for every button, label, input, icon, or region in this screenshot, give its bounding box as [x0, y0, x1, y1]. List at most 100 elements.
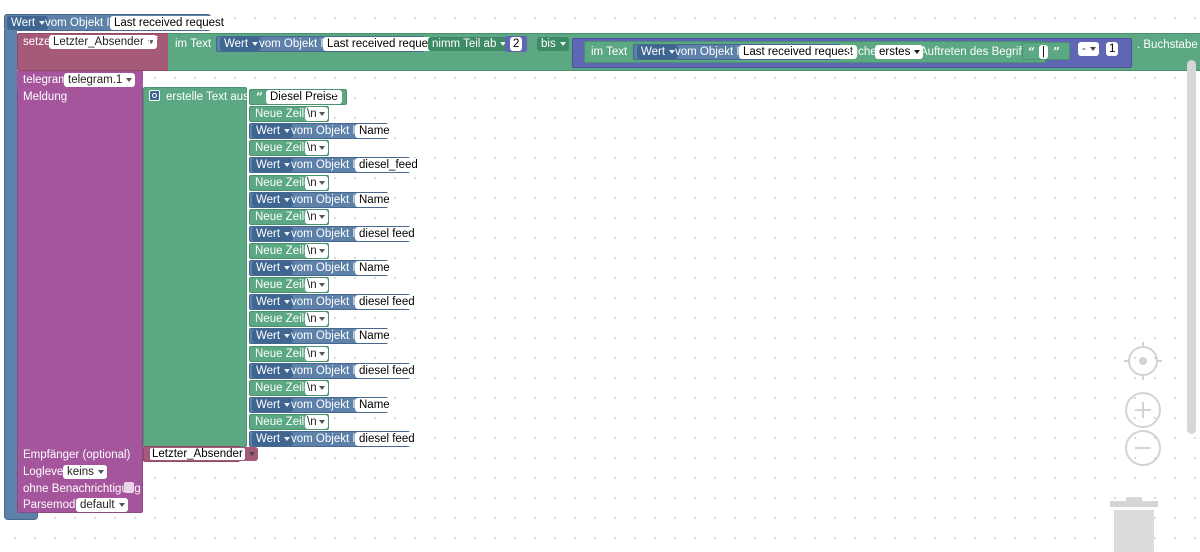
outer-block-spine — [4, 30, 17, 520]
newline-dropdown[interactable]: \n — [305, 141, 328, 155]
search-term-field[interactable]: | — [1039, 45, 1048, 59]
object-id-field[interactable]: diesel feed — [355, 295, 419, 309]
object-wert-label: Wert — [256, 296, 281, 308]
object-id-field[interactable]: diesel feed — [355, 364, 419, 378]
outer-block-footer — [4, 511, 38, 520]
trash-icon[interactable] — [1110, 497, 1158, 552]
object-wert-dropdown[interactable]: Wert — [252, 227, 294, 241]
offset-number-field[interactable]: 1 — [1106, 42, 1119, 56]
outer-wert-label: Wert — [11, 17, 36, 29]
object-id-field[interactable]: Name — [355, 193, 394, 207]
newline-dropdown[interactable]: \n — [305, 415, 328, 429]
crosshair-icon[interactable] — [1124, 342, 1162, 380]
newline-dropdown[interactable]: \n — [305, 347, 328, 361]
setze-variable-value: Letzter_Absender — [53, 36, 144, 48]
object-wert-label: Wert — [256, 159, 281, 171]
object-wert-dropdown[interactable]: Wert — [252, 124, 294, 138]
object-id-field[interactable]: diesel_feed — [355, 158, 422, 172]
object-vom-objekt-label: vom Objekt ID — [291, 399, 364, 411]
newline-label: Neue Zeile — [255, 279, 311, 291]
object-wert-dropdown[interactable]: Wert — [252, 295, 294, 309]
object-id-field[interactable]: Name — [355, 124, 394, 138]
object-vom-objekt-label: vom Objekt ID — [291, 194, 364, 206]
telegram-instance-value: telegram.1 — [68, 74, 123, 86]
erstes-dropdown[interactable]: erstes — [875, 45, 924, 59]
object-wert-dropdown[interactable]: Wert — [252, 432, 294, 446]
telegram-instance-dropdown[interactable]: telegram.1 — [64, 73, 136, 87]
object-wert-label: Wert — [256, 228, 281, 240]
meldung-label: Meldung — [23, 91, 68, 103]
object-wert-dropdown[interactable]: Wert — [252, 329, 294, 343]
create-text-block[interactable] — [143, 87, 247, 447]
substring-wert-dropdown[interactable]: Wert — [220, 37, 262, 51]
newline-dropdown[interactable]: \n — [305, 210, 328, 224]
substring-object-id-field[interactable]: Last received request — [323, 37, 441, 51]
close-quote-icon: ” — [332, 90, 339, 104]
loglevel-value: keins — [67, 466, 94, 478]
indexof-vom-objekt-label: vom Objekt ID — [675, 46, 748, 58]
open-quote-icon: “ — [1028, 45, 1035, 59]
object-wert-dropdown[interactable]: Wert — [252, 193, 294, 207]
setze-auf-label: auf — [142, 36, 158, 48]
indexof-wert-dropdown[interactable]: Wert — [637, 45, 679, 59]
text-literal-field[interactable]: Diesel Preise — [266, 90, 342, 104]
newline-dropdown[interactable]: \n — [305, 244, 328, 258]
newline-value: \n — [307, 142, 317, 154]
object-id-field[interactable]: Name — [355, 329, 394, 343]
ohne-benachrichtigung-label: ohne Benachrichtigung — [23, 483, 141, 495]
bis-dropdown[interactable]: bis — [537, 37, 569, 51]
newline-value: \n — [307, 348, 317, 360]
object-vom-objekt-label: vom Objekt ID — [291, 125, 364, 137]
nimm-teil-dropdown[interactable]: nimm Teil ab — [428, 37, 510, 51]
minus-operator-dropdown[interactable]: - — [1078, 42, 1099, 56]
newline-value: \n — [307, 177, 317, 189]
empfaenger-label: Empfänger (optional) — [23, 449, 131, 461]
ohne-benachrichtigung-checkbox[interactable] — [124, 482, 134, 493]
parsemode-dropdown[interactable]: default — [76, 498, 128, 512]
object-id-field[interactable]: Name — [355, 398, 394, 412]
indexof-object-id-field[interactable]: Last received request — [739, 45, 857, 59]
object-wert-dropdown[interactable]: Wert — [252, 158, 294, 172]
close-quote-icon: ” — [1053, 45, 1060, 59]
newline-label: Neue Zeile — [255, 211, 311, 223]
newline-dropdown[interactable]: \n — [305, 176, 328, 190]
indexof-wert-label: Wert — [641, 46, 666, 58]
object-id-field[interactable]: diesel feed — [355, 227, 419, 241]
object-wert-label: Wert — [256, 330, 281, 342]
outer-wert-dropdown[interactable]: Wert — [7, 16, 49, 30]
object-id-field[interactable]: Name — [355, 261, 394, 275]
from-number-field[interactable]: 2 — [510, 37, 523, 51]
newline-dropdown[interactable]: \n — [305, 107, 328, 121]
suche-label: suche — [846, 46, 877, 58]
object-vom-objekt-label: vom Objekt ID — [291, 159, 364, 171]
newline-value: \n — [307, 245, 317, 257]
substring-vom-objekt-label: vom Objekt ID — [259, 38, 332, 50]
bis-label: bis — [541, 38, 556, 50]
object-wert-dropdown[interactable]: Wert — [252, 261, 294, 275]
telegram-block[interactable] — [17, 71, 143, 513]
gear-icon[interactable] — [149, 90, 160, 101]
erstes-value: erstes — [879, 46, 911, 58]
newline-label: Neue Zeile — [255, 108, 311, 120]
outer-object-id-field[interactable]: Last received request — [110, 16, 228, 30]
newline-dropdown[interactable]: \n — [305, 278, 328, 292]
object-wert-dropdown[interactable]: Wert — [252, 398, 294, 412]
loglevel-dropdown[interactable]: keins — [63, 465, 107, 479]
newline-value: \n — [307, 108, 317, 120]
newline-value: \n — [307, 313, 317, 325]
newline-dropdown[interactable]: \n — [305, 312, 328, 326]
newline-dropdown[interactable]: \n — [305, 381, 328, 395]
create-text-label: erstelle Text aus — [166, 91, 249, 103]
setze-variable-dropdown[interactable]: Letzter_Absender — [49, 35, 157, 49]
im-text-label: im Text — [175, 38, 212, 50]
zoom-out-icon[interactable] — [1125, 430, 1161, 466]
object-wert-dropdown[interactable]: Wert — [252, 364, 294, 378]
object-id-field[interactable]: diesel feed — [355, 432, 419, 446]
zoom-in-icon[interactable] — [1125, 392, 1161, 428]
vertical-scrollbar[interactable] — [1187, 60, 1196, 434]
object-wert-label: Wert — [256, 262, 281, 274]
object-wert-label: Wert — [256, 194, 281, 206]
newline-label: Neue Zeile — [255, 142, 311, 154]
empfaenger-variable-dropdown[interactable]: Letzter_Absender — [146, 447, 258, 461]
object-wert-label: Wert — [256, 399, 281, 411]
